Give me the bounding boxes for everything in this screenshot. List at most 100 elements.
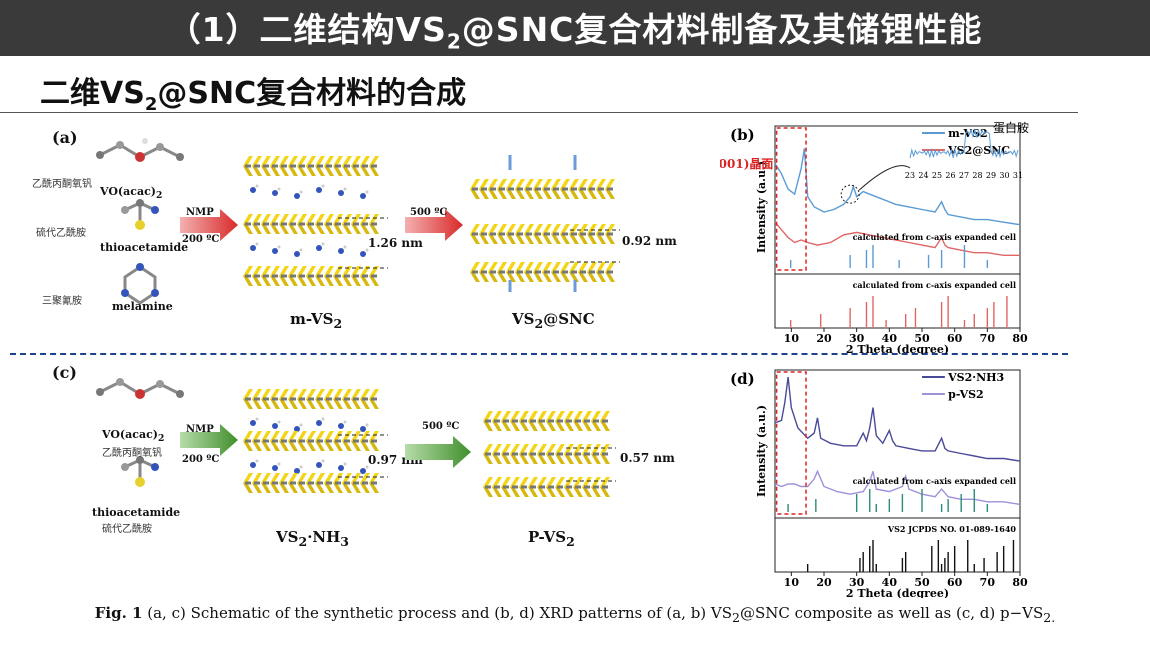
vs2-layer <box>470 179 615 199</box>
precursor-1-name: VO(acac)2 <box>100 185 163 202</box>
x-axis-label: 2 Theta (degree) <box>846 343 949 354</box>
spacing-a2: 0.92 nm <box>622 234 677 248</box>
inset-circle <box>840 184 860 204</box>
legend-label: m-VS2 <box>948 127 988 140</box>
ref-label-1: calculated from c-axis expanded cell <box>853 476 1016 486</box>
x-tick-label: 10 <box>784 576 800 589</box>
panel-a-label: (a) <box>52 128 78 147</box>
highlight-label: (001)晶面 <box>720 156 773 171</box>
legend-label: VS2@SNC <box>947 144 1010 157</box>
x-tick-label: 30 <box>849 576 865 589</box>
vs2-layer <box>483 411 610 431</box>
step1-temp-c: 200 ºC <box>182 454 220 465</box>
inset-tick-label: 26 <box>945 171 955 180</box>
plot-frame <box>774 125 1021 329</box>
x-tick-label: 80 <box>1012 576 1028 589</box>
inset-connector <box>858 165 911 191</box>
inset-tick-label: 27 <box>959 171 969 180</box>
panel-divider <box>10 353 1068 355</box>
step2-temp-c: 500 ºC <box>422 421 460 432</box>
series-line <box>774 469 1021 506</box>
step2-arrow-a-icon <box>405 209 463 241</box>
x-tick-label: 40 <box>882 332 898 345</box>
inset-annotation: 蛋白胺 <box>993 120 1029 135</box>
panel-a-molecules <box>96 138 184 305</box>
slide-title-banner: （1）二维结构VS2@SNC复合材料制备及其储锂性能 <box>0 0 1150 56</box>
vs2-layer <box>243 389 379 432</box>
vs2-layer <box>243 214 379 257</box>
x-tick-label: 60 <box>947 576 963 589</box>
plot-frame <box>774 369 1021 573</box>
product-m-vs2: m-VS2 <box>290 310 343 331</box>
vs2-layer <box>483 444 610 464</box>
legend-label: VS2·NH3 <box>947 371 1004 384</box>
legend-label: p-VS2 <box>948 388 984 401</box>
vo-acac-molecule-icon <box>96 378 184 399</box>
inset-tick-label: 28 <box>972 171 982 180</box>
x-tick-label: 30 <box>849 332 865 345</box>
inset-tick-label: 29 <box>986 171 996 180</box>
x-axis-label: 2 Theta (degree) <box>846 587 949 598</box>
x-tick-label: 60 <box>947 332 963 345</box>
vs2-nh3-layer-structure <box>243 389 388 493</box>
vs2-layer <box>243 266 379 286</box>
x-tick-label: 20 <box>816 332 832 345</box>
x-tick-label: 10 <box>784 332 800 345</box>
p-vs2-layer-structure <box>483 411 616 497</box>
series-line <box>774 148 1021 226</box>
precursor-c2-name: thioacetamide <box>92 506 181 519</box>
vo-acac-molecule-icon <box>96 138 184 162</box>
highlight-box <box>775 127 807 271</box>
vs2-snc-layer-structure <box>470 155 620 292</box>
slide-title: （1）二维结构VS2@SNC复合材料制备及其储锂性能 <box>167 9 983 54</box>
x-tick-label: 20 <box>816 576 832 589</box>
xrd-chart-b: 10 20 30 40 50 60 70 80 2 Theta (degree) Intensit… <box>720 120 1029 354</box>
precursor-c1-name: VO(acac)2 <box>102 428 165 445</box>
ref-label-1: calculated from c-axis expanded cell <box>853 232 1016 242</box>
thioacetamide-molecule-icon <box>121 456 159 487</box>
m-vs2-layer-structure <box>243 156 388 286</box>
product-vs2-snc: VS2@SNC <box>512 310 595 331</box>
melamine-molecule-icon <box>121 263 159 305</box>
inset-tick-label: 23 <box>905 171 915 180</box>
vs2-layer <box>243 473 379 493</box>
vs2-layer <box>243 156 379 199</box>
inset-tick-label: 24 <box>918 171 928 180</box>
panel-c-molecules <box>96 378 184 487</box>
spacing-a1: 1.26 nm <box>368 236 423 250</box>
ref-label-2: VS2 JCPDS NO. 01-089-1640 <box>887 524 1017 534</box>
y-axis-label: Intensity (a.u.) <box>755 161 768 253</box>
inset-trace <box>909 128 1019 159</box>
x-tick-label: 70 <box>980 576 996 589</box>
step1-arrow-a-icon <box>180 209 238 241</box>
x-tick-label: 50 <box>914 576 930 589</box>
x-tick-label: 80 <box>1012 332 1028 345</box>
section-subtitle: 二维VS2@SNC复合材料的合成 <box>40 76 467 115</box>
product-p-vs2: P-VS2 <box>528 528 575 549</box>
x-tick-label: 50 <box>914 332 930 345</box>
panel-c-label: (c) <box>52 363 77 382</box>
vs2-layer <box>470 224 615 244</box>
x-tick-label: 70 <box>980 332 996 345</box>
precursor-3-cn: 三聚氰胺 <box>42 296 82 307</box>
vs2-layer <box>470 262 615 282</box>
title-underline <box>0 112 1078 113</box>
precursor-2-name: thioacetamide <box>100 241 189 254</box>
inset-tick-label: 31 <box>1013 171 1023 180</box>
series-line <box>774 221 1020 256</box>
step1-solvent-c: NMP <box>186 424 214 435</box>
step2-arrow-c-icon <box>405 436 471 468</box>
vs2-layer <box>483 477 610 497</box>
product-vs2-nh3: VS2·NH3 <box>276 528 349 549</box>
precursor-2-cn: 硫代乙酰胺 <box>36 228 86 239</box>
figure-caption: Fig. 1 (a, c) Schematic of the synthetic… <box>94 604 1056 625</box>
precursor-c1-cn: 乙酰丙酮氧钒 <box>102 448 162 459</box>
precursor-1-cn: 乙酰丙酮氧钒 <box>32 179 92 190</box>
ref-label-2: calculated from c-axis expanded cell <box>853 280 1016 290</box>
highlight-box <box>775 371 807 515</box>
spacing-c2: 0.57 nm <box>620 451 675 465</box>
panel-letter: (b) <box>730 126 755 144</box>
inset-tick-label: 25 <box>932 171 942 180</box>
step1-solvent-a: NMP <box>186 207 214 218</box>
